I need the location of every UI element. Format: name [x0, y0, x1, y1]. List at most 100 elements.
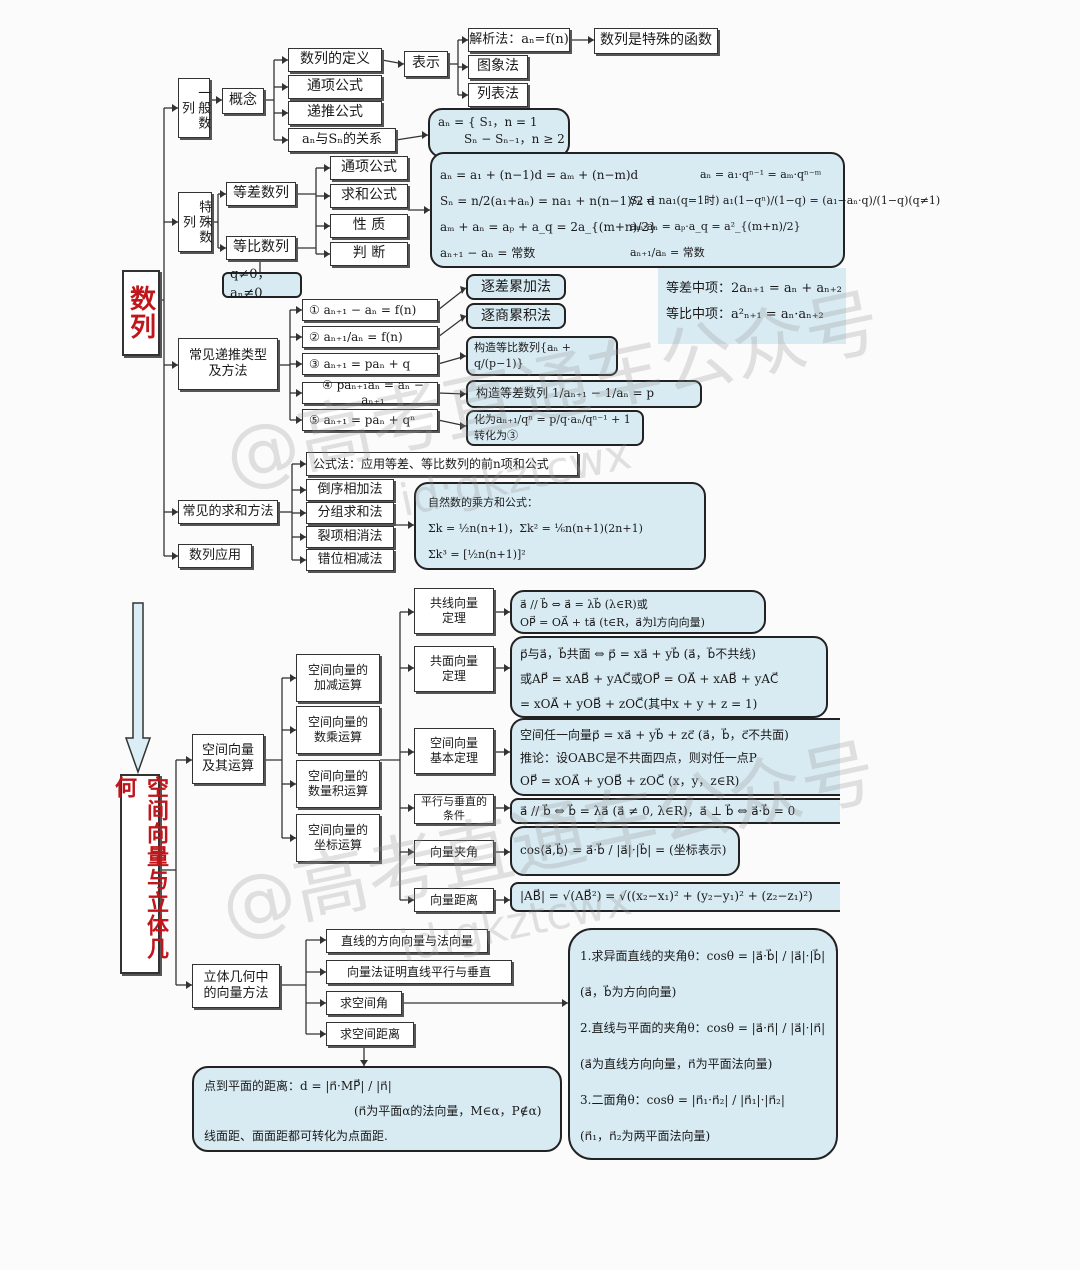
coplanar-theorem-node: 共面向量定理	[414, 646, 494, 692]
coplanar-line-1: p⃗与a⃗，b⃗共面 ⇔ p⃗ = xa⃗ + yb⃗ (a⃗，b⃗不共线)	[520, 647, 756, 661]
geometry-methods-node: 立体几何中的向量方法	[192, 964, 280, 1008]
coplanar-line-2: 或AP⃗ = xAB⃗ + yAC⃗或OP⃗ = OA⃗ + xAB⃗ + yA…	[520, 672, 779, 686]
vector-operations-node: 空间向量及其运算	[192, 734, 264, 784]
special-item-sum: 求和公式	[330, 184, 408, 208]
basic-theorem-node: 空间向量基本定理	[414, 728, 494, 774]
recurrence-types-node: 常见递推类型及方法	[178, 338, 278, 390]
graph-method: 图象法	[468, 55, 528, 79]
vector-op-coordinate: 空间向量的坐标运算	[296, 814, 380, 862]
middle-term-box: 等差中项：2aₙ₊₁ = aₙ + aₙ₊₂ 等比中项：a²ₙ₊₁ = aₙ·a…	[658, 268, 846, 344]
root-space-vector: 空间向量与立体几何	[111, 774, 169, 974]
basic-line-2: 推论：设OABC是不共面四点，则对任一点P	[520, 751, 757, 765]
arith-middle-term: 等差中项：2aₙ₊₁ = aₙ + aₙ₊₂	[666, 281, 842, 296]
point-plane-condition: (n⃗为平面α的法向量，M∈α，P∉α)	[354, 1104, 542, 1118]
root-sequence: 数列	[122, 270, 160, 356]
arith-formula-2: Sₙ = n/2(a₁+aₙ) = na₁ + n(n−1)/2 d	[440, 194, 655, 208]
recurrence-type-2: ② aₙ₊₁/aₙ = f(n)	[302, 326, 438, 348]
special-item-property: 性 质	[330, 214, 408, 238]
recurrence-method-5: 化为aₙ₊₁/qⁿ = p/q·aₙ/qⁿ⁻¹ + 1转化为③	[466, 410, 644, 446]
collinear-box: a⃗ // b⃗ ⇔ a⃗ = λb⃗ (λ∈R)或 OP⃗ = OA⃗ + t…	[510, 590, 766, 634]
coplanar-box: p⃗与a⃗，b⃗共面 ⇔ p⃗ = xa⃗ + yb⃗ (a⃗，b⃗不共线) 或…	[510, 636, 828, 718]
power-sum-line-1: Σk = ½n(n+1)，Σk² = ⅙n(n+1)(2n+1)	[428, 522, 643, 535]
collinear-line-1: a⃗ // b⃗ ⇔ a⃗ = λb⃗ (λ∈R)或	[520, 598, 648, 611]
power-sum-line-2: Σk³ = [½n(n+1)]²	[428, 548, 526, 561]
point-plane-conclusion: 线面距、面面距都可转化为点面距.	[204, 1129, 388, 1143]
sum-method-grouping: 分组求和法	[306, 502, 394, 524]
recurrence-type-4: ④ paₙ₊₁aₙ = aₙ − aₙ₊₁	[302, 378, 438, 407]
geometric-condition: q≠0，aₙ≠0	[222, 267, 302, 301]
special-item-general-term: 通项公式	[330, 156, 408, 180]
vector-op-dot: 空间向量的数量积运算	[296, 760, 380, 808]
recurrence-type-1: ① aₙ₊₁ − aₙ = f(n)	[302, 299, 438, 321]
geo-item-space-angle: 求空间角	[326, 991, 402, 1015]
power-sum-title: 自然数的乘方和公式：	[428, 496, 538, 509]
recurrence-method-2: 逐商累积法	[466, 303, 566, 329]
geom-formula-2: Sₙ = na₁(q=1时) a₁(1−qⁿ)/(1−q) = (a₁−aₙ·q…	[630, 194, 941, 207]
an-sn-relation-box: aₙ = { S₁，n = 1 Sₙ − Sₙ₋₁，n ≥ 2	[428, 108, 570, 158]
special-function-note: 数列是特殊的函数	[594, 28, 718, 54]
angle-dihedral: 3.二面角θ：cosθ = |n⃗₁·n⃗₂| / |n⃗₁|·|n⃗₂|	[580, 1093, 785, 1107]
angle-box: cos⟨a⃗,b⃗⟩ = a⃗·b⃗ / |a⃗|·|b⃗| = (坐标表示)	[510, 826, 740, 876]
geom-formula-3: aₘ·aₙ = aₚ·a_q = a²_{(m+n)/2}	[630, 220, 801, 233]
represent-node: 表示	[404, 51, 448, 77]
recurrence-method-1: 逐差累加法	[466, 274, 566, 300]
arith-formula-3: aₘ + aₙ = aₚ + a_q = 2a_{(m+n)/2}	[440, 220, 657, 234]
section-arrow	[124, 602, 152, 775]
vector-op-scalar: 空间向量的数乘运算	[296, 706, 380, 754]
parallel-box: a⃗ // b⃗ ⇔ b⃗ = λa⃗ (a⃗ ≠ 0, λ∈R)，a⃗ ⊥ b…	[510, 798, 840, 824]
analytic-method: 解析法：aₙ=f(n)	[468, 28, 570, 52]
arith-formula-4: aₙ₊₁ − aₙ = 常数	[440, 246, 536, 260]
arithmetic-sequence-node: 等差数列	[226, 182, 296, 206]
basic-line-1: 空间任一向量p⃗ = xa⃗ + yb⃗ + zc⃗ (a⃗，b⃗，c⃗不共面)	[520, 728, 789, 742]
distance-box: |AB⃗| = √(AB⃗²) = √((x₂−x₁)² + (y₂−y₁)² …	[510, 882, 840, 912]
sum-method-shift-subtract: 错位相减法	[306, 549, 394, 571]
geo-item-parallel-perpendicular: 向量法证明直线平行与垂直	[326, 960, 512, 984]
recurrence-method-3: 构造等比数列{aₙ + q/(p−1)}	[466, 336, 618, 376]
geom-formula-4: aₙ₊₁/aₙ = 常数	[630, 246, 705, 259]
an-sn-line-1: aₙ = { S₁，n = 1	[438, 115, 538, 129]
angle-line-plane: 2.直线与平面的夹角θ：cosθ = |a⃗·n⃗| / |a⃗|·|n⃗|	[580, 1021, 826, 1035]
geo-item-space-distance: 求空间距离	[326, 1022, 414, 1046]
concept-item-definition: 数列的定义	[288, 48, 382, 72]
geom-formula-1: aₙ = a₁·qⁿ⁻¹ = aₘ·qⁿ⁻ᵐ	[700, 168, 822, 181]
recurrence-type-5: ⑤ aₙ₊₁ = paₙ + qⁿ	[302, 409, 438, 431]
geom-middle-term: 等比中项：a²ₙ₊₁ = aₙ·aₙ₊₂	[666, 307, 824, 322]
basic-theorem-box: 空间任一向量p⃗ = xa⃗ + yb⃗ + zc⃗ (a⃗，b⃗，c⃗不共面)…	[510, 718, 840, 796]
geo-item-direction-normal: 直线的方向向量与法向量	[326, 929, 488, 953]
recurrence-type-3: ③ aₙ₊₁ = paₙ + q	[302, 353, 438, 375]
sequence-application-node: 数列应用	[178, 544, 252, 568]
vector-angle-node: 向量夹角	[414, 840, 494, 864]
table-method: 列表法	[468, 83, 528, 107]
vector-distance-node: 向量距离	[414, 888, 494, 912]
vector-op-addition: 空间向量的加减运算	[296, 654, 380, 702]
sequence-formula-box: aₙ = a₁ + (n−1)d = aₘ + (n−m)d Sₙ = n/2(…	[430, 152, 940, 268]
sum-method-telescoping: 裂项相消法	[306, 526, 394, 548]
sum-method-reverse: 倒序相加法	[306, 479, 394, 501]
point-plane-distance-box: 点到平面的距离：d = |n⃗·MP⃗| / |n⃗| (n⃗为平面α的法向量，…	[192, 1066, 562, 1152]
special-sequence-node: 特殊数列	[178, 192, 212, 252]
summation-methods-node: 常见的求和方法	[178, 500, 278, 524]
space-angle-box: 1.求异面直线的夹角θ：cosθ = |a⃗·b⃗| / |a⃗|·|b⃗| (…	[568, 928, 838, 1160]
general-sequence-node: 一般数列	[178, 78, 210, 138]
geometric-sequence-node: 等比数列	[226, 236, 296, 260]
power-sum-box: 自然数的乘方和公式： Σk = ½n(n+1)，Σk² = ⅙n(n+1)(2n…	[414, 482, 706, 570]
concept-item-an-sn: aₙ与Sₙ的关系	[288, 128, 396, 152]
arith-formula-1: aₙ = a₁ + (n−1)d = aₘ + (n−m)d	[440, 168, 639, 182]
angle-dihedral-note: (n⃗₁，n⃗₂为两平面法向量)	[580, 1129, 711, 1143]
angle-skew-lines: 1.求异面直线的夹角θ：cosθ = |a⃗·b⃗| / |a⃗|·|b⃗|	[580, 949, 826, 963]
collinear-line-2: OP⃗ = OA⃗ + ta⃗ (t∈R，a⃗为l方向向量)	[520, 616, 705, 629]
concept-node: 概念	[222, 88, 264, 114]
angle-skew-note: (a⃗，b⃗为方向向量)	[580, 985, 677, 999]
sum-method-formula: 公式法：应用等差、等比数列的前n项和公式	[306, 452, 578, 476]
basic-line-3: OP⃗ = xOA⃗ + yOB⃗ + zOC⃗ (x，y，z∈R)	[520, 774, 740, 788]
special-item-judgement: 判 断	[330, 242, 408, 266]
an-sn-line-2: Sₙ − Sₙ₋₁，n ≥ 2	[464, 132, 565, 147]
parallel-perpendicular-node: 平行与垂直的条件	[414, 794, 494, 824]
angle-line-plane-note: (a⃗为直线方向向量，n⃗为平面法向量)	[580, 1057, 773, 1071]
recurrence-method-4: 构造等差数列 1/aₙ₊₁ − 1/aₙ = p	[466, 380, 702, 408]
concept-item-general-term: 通项公式	[288, 75, 382, 99]
coplanar-line-3: = xOA⃗ + yOB⃗ + zOC⃗(其中x + y + z = 1)	[520, 697, 758, 711]
concept-item-recurrence: 递推公式	[288, 101, 382, 125]
collinear-theorem-node: 共线向量定理	[414, 588, 494, 634]
